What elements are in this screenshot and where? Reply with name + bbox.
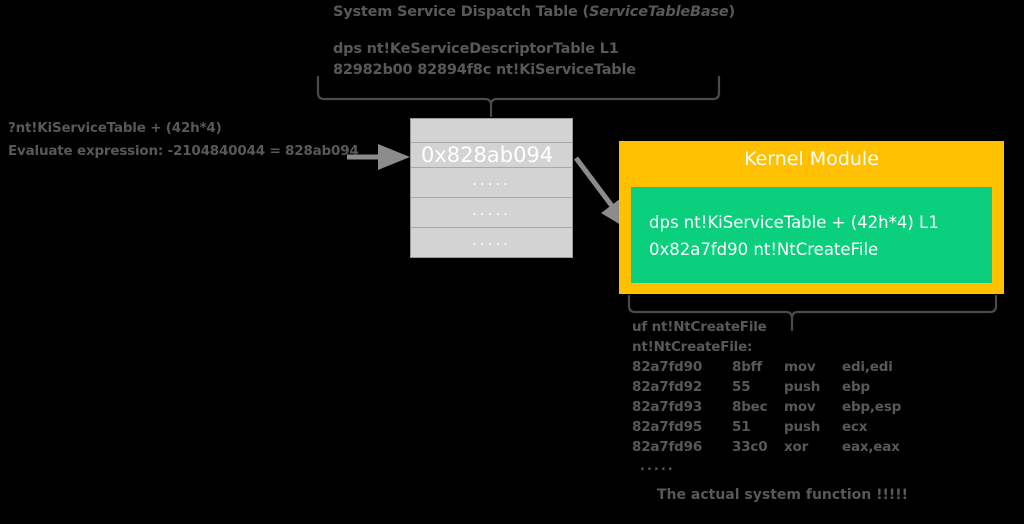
ssdt-title-suffix: ) [728, 4, 735, 20]
disassembly-instruction: 82a7fd93 8bec mov ebp,esp [632, 397, 901, 417]
disassembly-listing: uf nt!NtCreateFile nt!NtCreateFile: 82a7… [632, 317, 901, 477]
instruction-bytes: 33c0 [732, 439, 768, 455]
brace-top [316, 75, 721, 118]
instruction-operands: ebp [842, 379, 870, 395]
kernel-module-title: Kernel Module [744, 148, 879, 170]
instruction-mnemonic: push [784, 419, 821, 435]
code-line-command: dps nt!KiServiceTable + (42h*4) L1 [649, 213, 939, 232]
instruction-bytes: 51 [732, 419, 751, 435]
kernel-module-code-block: dps nt!KiServiceTable + (42h*4) L1 0x82a… [631, 187, 992, 283]
disassembly-symbol: nt!NtCreateFile: [632, 339, 753, 355]
disassembly-instruction: 82a7fd92 55 push ebp [632, 377, 901, 397]
code-line-output: 0x82a7fd90 nt!NtCreateFile [649, 240, 879, 259]
kernel-module-box: Kernel Module dps nt!KiServiceTable + (4… [619, 141, 1004, 294]
table-row [411, 119, 572, 143]
ssdt-dps-output: 82982b00 82894f8c nt!KiServiceTable [333, 62, 636, 78]
disassembly-command: uf nt!NtCreateFile [632, 319, 767, 335]
ssdt-title-italic: ServiceTableBase [588, 4, 729, 20]
disassembly-instruction: 82a7fd96 33c0 xor eax,eax [632, 437, 901, 457]
instruction-bytes: 55 [732, 379, 751, 395]
instruction-bytes: 8bec [732, 399, 768, 415]
disassembly-instruction: 82a7fd90 8bff mov edi,edi [632, 357, 901, 377]
instruction-address: 82a7fd90 [632, 359, 703, 375]
actual-system-function-caption: The actual system function !!!!! [657, 487, 909, 503]
ssdt-dps-command: dps nt!KeServiceDescriptorTable L1 [333, 41, 619, 57]
ssdt-title: System Service Dispatch Table (ServiceTa… [333, 4, 735, 20]
evaluate-expression-command: ?nt!KiServiceTable + (42h*4) [8, 120, 222, 136]
disassembly-instruction: 82a7fd95 51 push ecx [632, 417, 901, 437]
instruction-address: 82a7fd92 [632, 379, 703, 395]
instruction-mnemonic: mov [784, 359, 816, 375]
table-row: ..... [472, 230, 511, 249]
instruction-mnemonic: xor [784, 439, 809, 455]
instruction-address: 82a7fd96 [632, 439, 703, 455]
service-dispatch-table: 0x828ab094 ..... ..... ..... [410, 118, 573, 258]
table-row-selected-address: 0x828ab094 [411, 143, 572, 168]
disassembly-continuation: ..... [640, 459, 675, 474]
instruction-mnemonic: push [784, 379, 821, 395]
table-row: ..... [411, 198, 572, 228]
evaluate-expression-result: Evaluate expression: -2104840044 = 828ab… [8, 143, 359, 159]
instruction-mnemonic: mov [784, 399, 816, 415]
table-row: ..... [411, 168, 572, 198]
ssdt-title-prefix: System Service Dispatch Table ( [333, 4, 589, 20]
instruction-operands: ebp,esp [842, 399, 902, 415]
instruction-operands: edi,edi [842, 359, 893, 375]
instruction-operands: ecx [842, 419, 868, 435]
instruction-address: 82a7fd95 [632, 419, 703, 435]
instruction-address: 82a7fd93 [632, 399, 703, 415]
instruction-operands: eax,eax [842, 439, 900, 455]
instruction-bytes: 8bff [732, 359, 763, 375]
